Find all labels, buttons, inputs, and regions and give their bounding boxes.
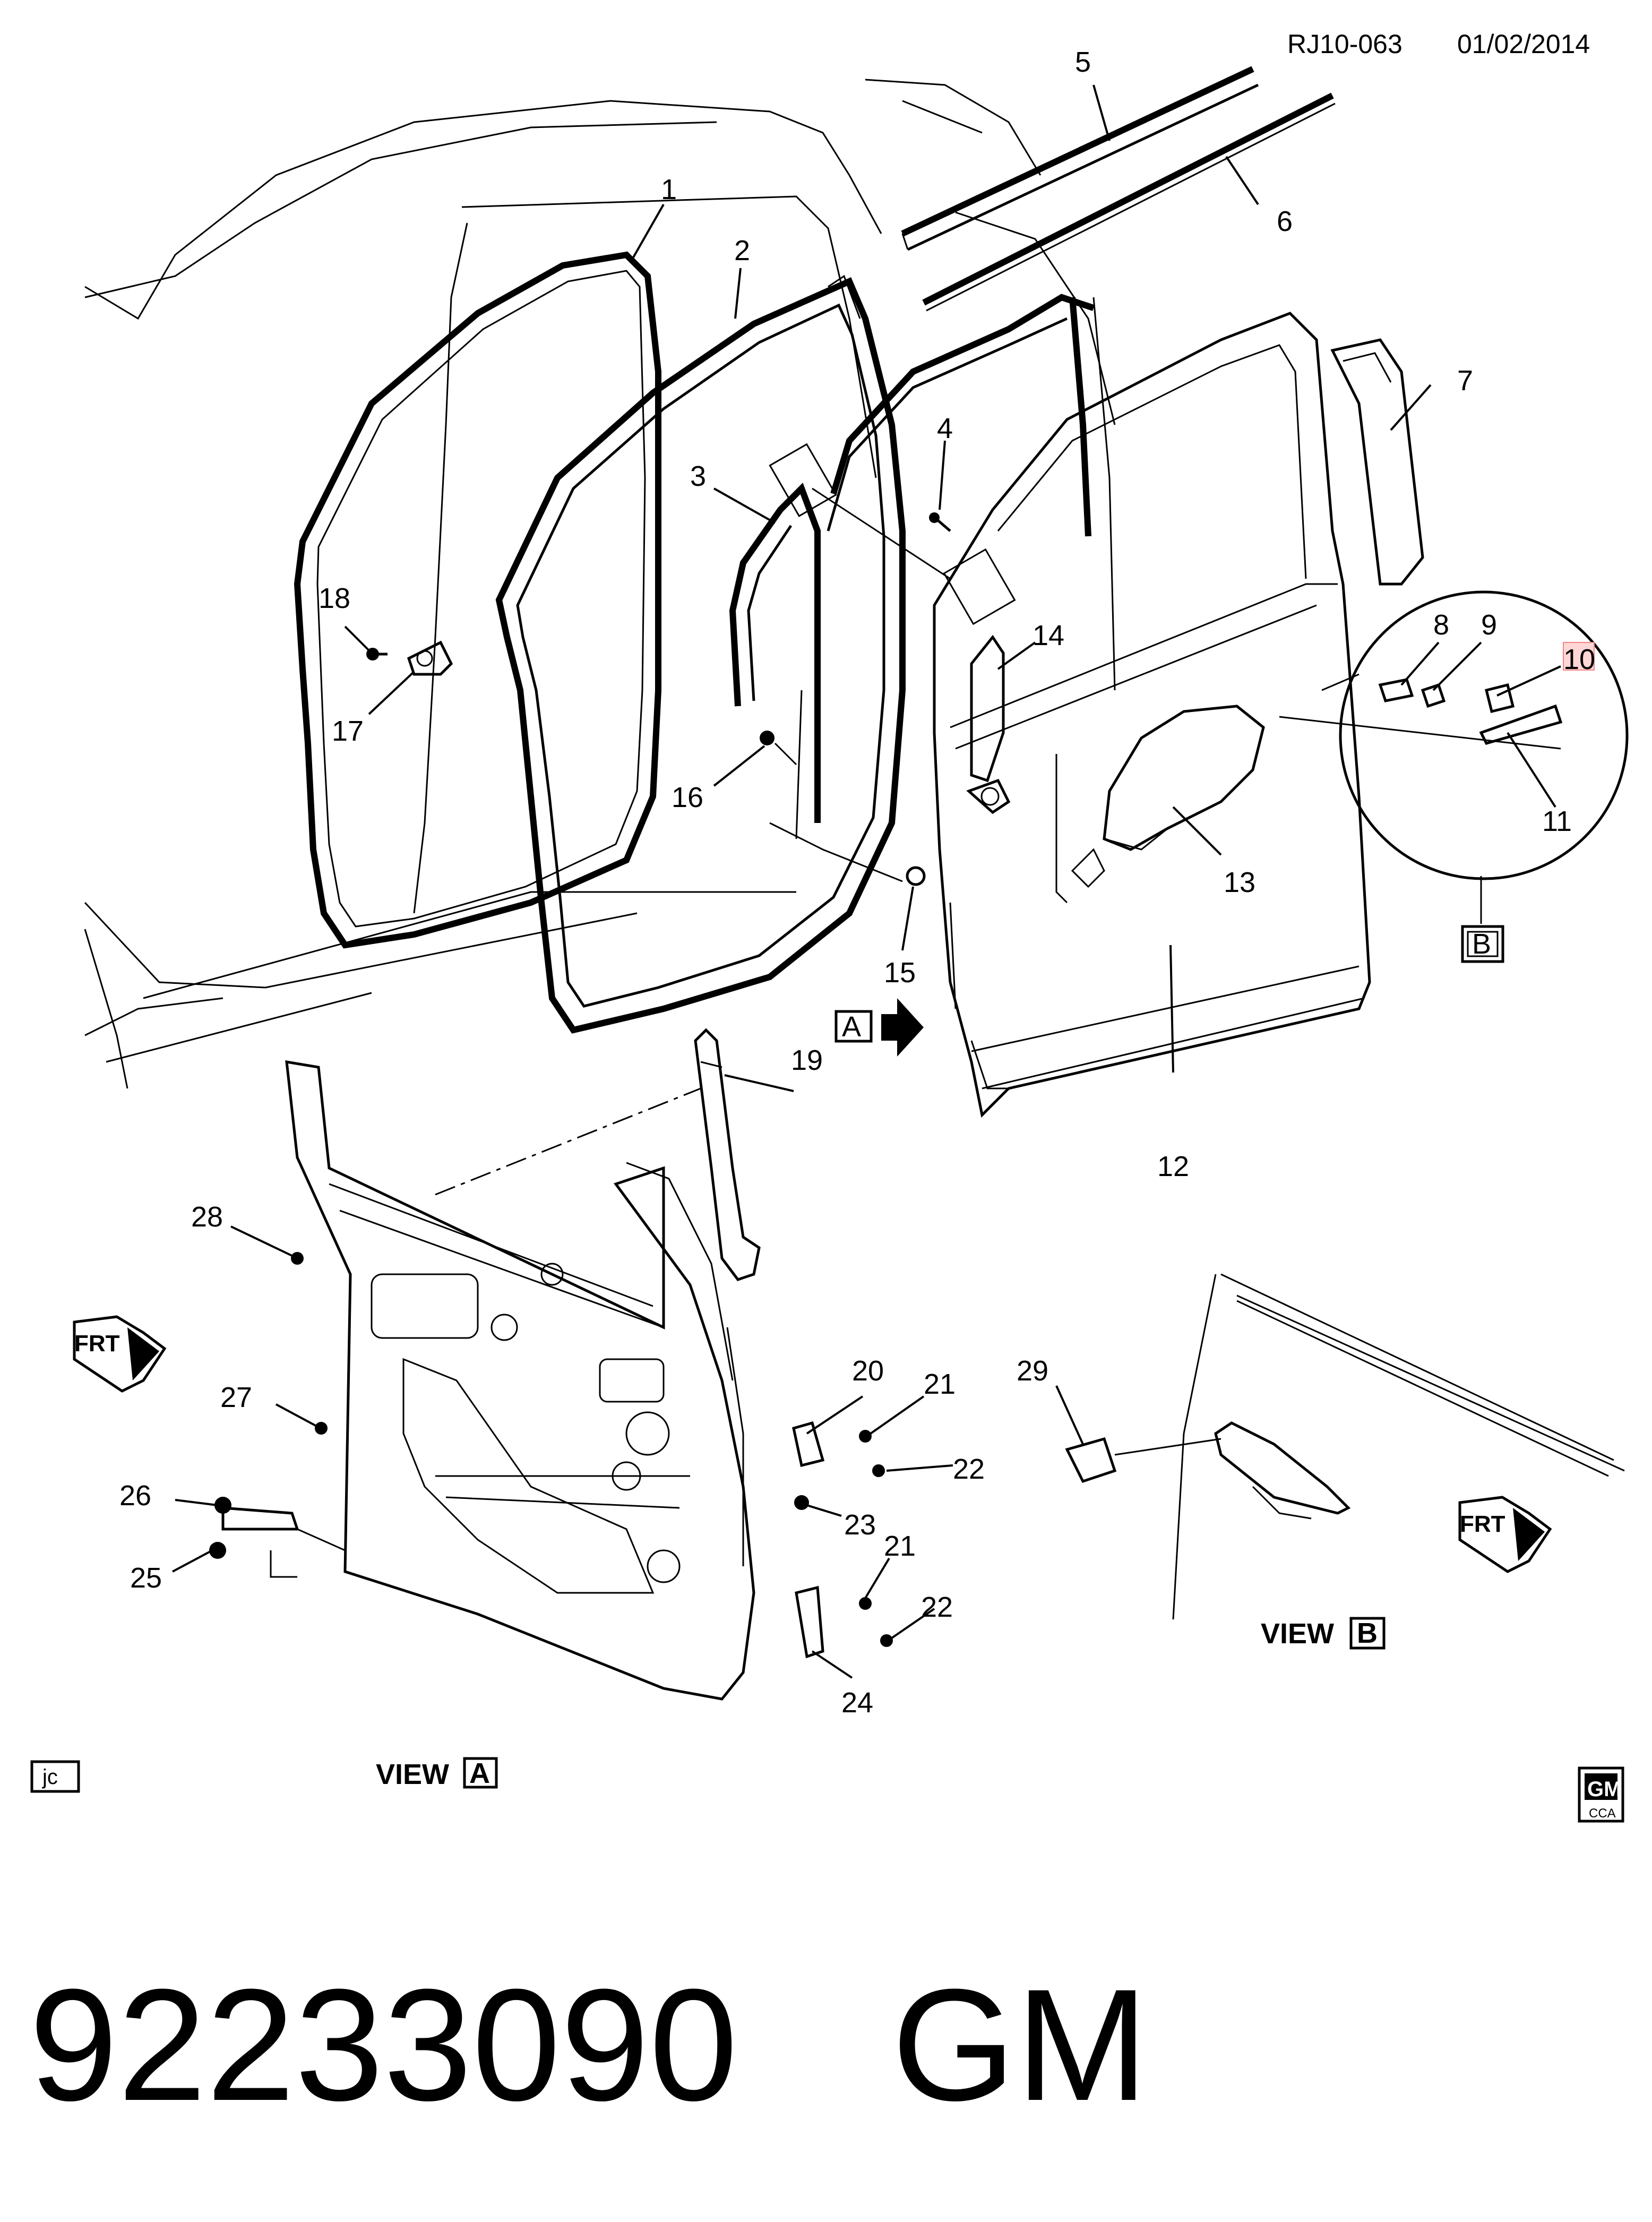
- callout-1: 1: [661, 174, 677, 205]
- callout-22-lower: 22: [921, 1591, 953, 1623]
- callout-21-lower: 21: [884, 1530, 916, 1562]
- view-b-marker: B: [1461, 925, 1504, 963]
- part-4-screw: [929, 512, 951, 532]
- part-5-belt-molding: [901, 66, 1259, 251]
- svg-text:FRT: FRT: [74, 1331, 120, 1357]
- callout-29: 29: [1017, 1355, 1048, 1387]
- callout-12: 12: [1157, 1151, 1189, 1182]
- part-13-mirror: [1055, 705, 1265, 904]
- part-6-belt-molding: [922, 92, 1336, 312]
- view-a-marker: A: [834, 998, 924, 1057]
- part-1-weatherstrip: [294, 251, 661, 949]
- callout-20: 20: [852, 1355, 884, 1387]
- callout-23: 23: [844, 1509, 876, 1541]
- callout-16: 16: [672, 782, 703, 813]
- callout-13: 13: [1224, 867, 1255, 898]
- initials-box: jc: [30, 1760, 80, 1793]
- callout-26: 26: [119, 1480, 151, 1512]
- callout-4: 4: [937, 413, 953, 444]
- callout-17: 17: [332, 715, 364, 747]
- svg-text:jc: jc: [42, 1765, 58, 1789]
- callout-leaders: [172, 84, 1561, 1679]
- callout-9: 9: [1481, 609, 1497, 641]
- callout-8: 8: [1433, 609, 1449, 641]
- part-17-striker: [407, 640, 453, 676]
- part-12-door-panel: [933, 312, 1371, 1118]
- callout-7: 7: [1457, 365, 1473, 397]
- callout-24: 24: [841, 1687, 873, 1719]
- part-16-bolt: [760, 731, 797, 766]
- callout-25: 25: [130, 1562, 162, 1594]
- part-14-seal: [970, 634, 1005, 783]
- part-19-channel: [435, 1028, 761, 1281]
- front-arrow-right: FRT: [1458, 1496, 1552, 1573]
- diagram-code: RJ10-063: [1287, 29, 1403, 59]
- part-18-bolt: [366, 648, 388, 660]
- callout-6: 6: [1277, 205, 1293, 237]
- svg-text:B: B: [1472, 928, 1491, 960]
- svg-text:GM: GM: [1587, 1778, 1621, 1801]
- view-b-handle-detail: [1065, 1273, 1625, 1620]
- callout-22-upper: 22: [953, 1453, 985, 1485]
- svg-text:VIEW: VIEW: [1261, 1618, 1334, 1650]
- view-b-title: VIEW B: [1261, 1617, 1386, 1650]
- view-b-detail-circle: [1279, 590, 1629, 924]
- view-a-inner-door: [285, 1060, 755, 1701]
- svg-text:FRT: FRT: [1460, 1511, 1505, 1537]
- gm-logo: GM CCA: [1578, 1766, 1624, 1823]
- svg-text:A: A: [842, 1011, 861, 1043]
- callout-18: 18: [319, 582, 350, 614]
- callout-27: 27: [220, 1382, 252, 1413]
- part-number: 92233090: [29, 1955, 738, 2134]
- callout-10: 10: [1563, 644, 1595, 675]
- diagram-date: 01/02/2014: [1457, 29, 1590, 59]
- view-a-hinges: [209, 1252, 893, 1659]
- callout-5: 5: [1075, 46, 1091, 78]
- callout-10-highlight: [1563, 642, 1595, 671]
- svg-text:B: B: [1357, 1617, 1378, 1649]
- svg-text:A: A: [469, 1757, 490, 1789]
- callout-3: 3: [690, 460, 706, 492]
- callout-28: 28: [191, 1201, 223, 1233]
- front-arrow-left: FRT: [73, 1315, 167, 1393]
- vehicle-body-outline: [84, 79, 1116, 1089]
- callout-labels: 1 2 3 4 5 6 7 8 9 10 11 12 13 14 15 16 1…: [119, 46, 1595, 1719]
- part-3-window-channel: [729, 483, 821, 839]
- callout-15: 15: [884, 957, 916, 989]
- svg-text:VIEW: VIEW: [376, 1758, 449, 1790]
- callout-21-upper: 21: [924, 1368, 956, 1400]
- part-7-applique: [1330, 338, 1424, 586]
- part-15-clip: [906, 866, 926, 886]
- callout-19: 19: [791, 1044, 823, 1076]
- brand-name: GM: [892, 1955, 1148, 2134]
- view-a-title: VIEW A: [376, 1757, 498, 1790]
- callout-2: 2: [734, 235, 750, 267]
- door-frame-upper: [769, 294, 1095, 625]
- svg-text:CCA: CCA: [1589, 1806, 1616, 1821]
- callout-14: 14: [1032, 620, 1064, 651]
- part-2-weatherstrip: [495, 274, 906, 1034]
- callout-11: 11: [1542, 805, 1572, 837]
